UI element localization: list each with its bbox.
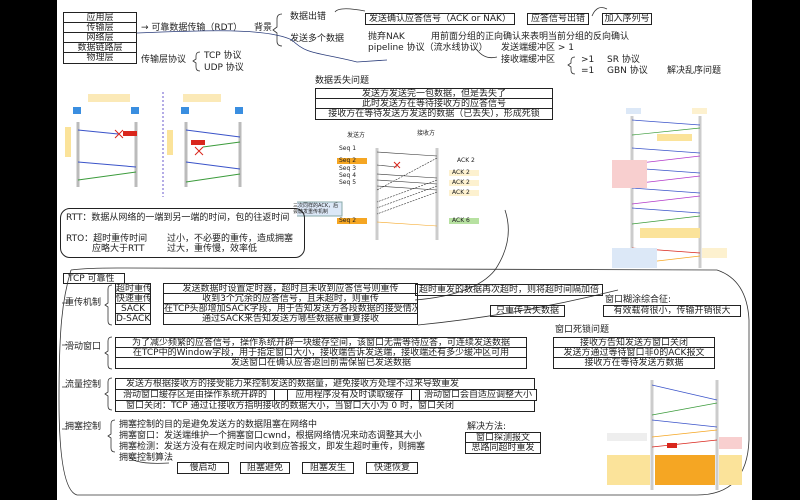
- retransmission-label: 重传机制: [65, 298, 102, 308]
- timeout-double-box: 超时重发的数据再次超时，则将超时间隔加倍: [415, 284, 603, 296]
- solution-title: 解决方法:: [467, 422, 507, 432]
- solution-table: 窗口探测报文 思路同超时重发: [465, 432, 541, 454]
- layer-network: 网络层: [64, 33, 136, 43]
- window-probe-illustration: [607, 380, 742, 490]
- send-buffer-label: 发送端缓冲区 > 1: [501, 43, 574, 53]
- layer-transport: 传输层: [64, 23, 136, 33]
- flow-control-label: 流量控制: [65, 380, 102, 390]
- seq-retransmit-label: Seq 2: [339, 217, 357, 224]
- ack-label: ACK 2: [452, 179, 470, 186]
- rtt-definition: RTT：数据从网络的一端到另一端的时间，包的往返时间: [66, 213, 290, 223]
- transport-protocol-label: 传输层协议: [141, 55, 187, 65]
- sr-condition: >1: [581, 55, 595, 65]
- solution-row: 思路同超时重发: [471, 443, 535, 453]
- retx-desc: 在TCP头部增加SACK字段，用于告知发送方各段数据的接受情况（位图）: [164, 304, 417, 314]
- retransmission-types: 超时重传 快速重传 SACK D-SACK: [115, 283, 151, 325]
- recv-buffer-label: 接收端缓冲区: [501, 55, 556, 65]
- pipeline-label: pipeline 协议（流水线协议）: [368, 43, 488, 53]
- layer-datalink: 数据链路层: [64, 43, 136, 53]
- rto-too-big: 过大，重传慢，效率低: [167, 244, 258, 254]
- algo-slow-start: 慢启动: [177, 462, 229, 474]
- sliding-window-table: 为了减少频繁的应答信号，操作系统开辟一块缓存空间，该窗口无需等待应答，可连续发送…: [115, 337, 527, 369]
- data-loss-row: 发送方发送完一包数据，但是丢失了: [316, 89, 552, 99]
- seq-label: Seq 2: [339, 157, 357, 164]
- seq-label: Seq 3: [339, 165, 357, 172]
- layer-physical: 物理层: [86, 53, 114, 63]
- diagram-canvas: 应用层 传输层 网络层 数据链路层 物理层 → 可靠数据传输（RDT） 背景 数…: [57, 0, 752, 500]
- rtt-rto-box: RTT：数据从网络的一端到另一端的时间，包的往返时间 RTO：超时重传时间 应略…: [60, 208, 305, 258]
- deadlock-row: 发送方通过等待窗口非0的ACK报文: [554, 348, 714, 358]
- seq-label: Seq 4: [339, 172, 357, 179]
- deadlock-table: 接收方告知发送方窗口关闭 发送方通过等待窗口非0的ACK报文 接收方在等待发送方…: [553, 337, 715, 369]
- disorder-label: 解决乱序问题: [667, 66, 722, 76]
- ack-label: ACK 2: [452, 189, 470, 196]
- drop-nak-label: 抛弃NAK: [368, 32, 405, 42]
- deadlock-title: 窗口死锁问题: [555, 325, 610, 335]
- sliding-window-row: 发送窗口在确认应答返回前需保留已发送数据: [230, 358, 411, 368]
- fast-retransmit-diagram: [297, 148, 479, 240]
- triple-ack-note: 三次同样的ACK，后会触发重传机制: [293, 203, 339, 215]
- ack-error-box: 应答信号出错: [527, 13, 589, 25]
- retx-dsack: D-SACK: [116, 314, 150, 324]
- retx-sack: SACK: [116, 304, 150, 314]
- gbn-protocol: GBN 协议: [607, 66, 648, 76]
- silly-window-desc: 有效载荷很小，传输开销很大: [603, 305, 741, 317]
- algo-congestion-occurrence: 阻塞发生: [302, 462, 354, 474]
- deadlock-row: 接收方告知发送方窗口关闭: [554, 338, 714, 348]
- data-loss-row: 接收方在等待发送方发送的数据（已丢失），形成死锁: [328, 109, 540, 119]
- seq-label: Seq 5: [339, 179, 357, 186]
- rto-definition: RTO：超时重传时间: [66, 234, 148, 244]
- data-loss-title: 数据丢失问题: [315, 76, 370, 86]
- tcp-label: TCP 协议: [204, 51, 242, 61]
- forward-ack-label: 用前面分组的正向确认来表明当前分组的反向确认: [431, 32, 630, 42]
- sequence-box: 加入序列号: [602, 13, 652, 25]
- ack-final-label: ACK 6: [452, 217, 470, 224]
- congestion-control-label: 拥塞控制: [65, 422, 102, 432]
- rto-too-small: 过小，不必要的重传，造成拥塞: [167, 234, 294, 244]
- rdt-label: → 可靠数据传输（RDT）: [141, 23, 243, 33]
- network-layer-stack: 应用层 传输层 网络层 数据链路层 物理层: [63, 12, 137, 64]
- congestion-line: 拥塞窗口：发送端维护一个拥塞窗口cwnd，根据网络情况来动态调整其大小: [119, 431, 422, 441]
- sliding-window-label: 滑动窗口: [65, 342, 102, 352]
- retransmission-descriptions: 发送数据时设置定时器，超时且未收到应答信号则重传 收到3个冗余的应答信号，且未超…: [163, 283, 418, 325]
- silly-window-title: 窗口糊涂综合征:: [605, 295, 672, 305]
- sr-protocol: SR 协议: [607, 55, 640, 65]
- deadlock-row: 接收方在等待发送方数据: [584, 358, 684, 368]
- ack-box: 发送确认应答信号（ACK or NAK）: [365, 13, 515, 25]
- retx-desc: 通过SACK来告知发送方哪些数据被重复接收: [201, 314, 380, 324]
- congestion-line: 拥塞控制算法: [119, 453, 174, 463]
- timeout-scenario-illustration: [65, 92, 243, 197]
- flow-row-3: 窗口关闭：TCP 通过让接收方指明接收的数据大小，当窗口大小为 0 时，窗口关闭: [115, 400, 535, 412]
- ack-label: ACK 2: [452, 169, 470, 176]
- data-loss-table: 发送方发送完一包数据，但是丢失了 此时发送方在等待接收方的应答信号 接收方在等待…: [315, 88, 553, 120]
- solution-row: 窗口探测报文: [466, 433, 540, 443]
- ack-label: ACK 2: [457, 157, 475, 164]
- rto-guideline: 应略大于RTT: [92, 244, 145, 254]
- layer-application: 应用层: [64, 13, 136, 23]
- sliding-window-row: 在TCP中的Window字段，用于指定窗口大小，接收端告诉发送端，接收端还有多少…: [116, 348, 526, 358]
- congestion-line: 拥塞控制的目的是避免发送方的数据阻塞在网络中: [119, 420, 318, 430]
- sack-timeline-illustration: [612, 108, 727, 268]
- retx-timeout: 超时重传: [116, 284, 150, 294]
- background-label: 背景: [254, 23, 273, 33]
- sliding-window-row: 为了减少频繁的应答信号，操作系统开辟一块缓存空间，该窗口无需等待应答，可连续发送…: [116, 338, 526, 348]
- multi-data-label: 发送多个数据: [290, 34, 345, 44]
- retx-desc: 发送数据时设置定时器，超时且未收到应答信号则重传: [164, 284, 417, 294]
- data-loss-row: 此时发送方在等待接收方的应答信号: [316, 99, 552, 109]
- seq-label: Seq 1: [339, 145, 357, 152]
- lost-only-box: 只重传丢失数据: [490, 305, 565, 317]
- retx-desc: 收到3个冗余的应答信号，且未超时，则重传: [164, 294, 417, 304]
- sender-label: 发送方: [347, 132, 366, 139]
- algo-congestion-avoidance: 阻塞避免: [240, 462, 290, 474]
- algo-fast-recovery: 快速恢复: [366, 462, 418, 474]
- gbn-condition: =1: [581, 66, 595, 76]
- congestion-line: 拥塞检测：发送方没有在规定时间内收到应答报文，即发生超时重传，则拥塞: [119, 442, 426, 452]
- data-error-label: 数据出错: [290, 12, 327, 22]
- receiver-label: 接收方: [417, 130, 436, 137]
- tcp-reliability-title: TCP 可靠性: [63, 273, 125, 284]
- udp-label: UDP 协议: [204, 63, 244, 73]
- retx-fast: 快速重传: [116, 294, 150, 304]
